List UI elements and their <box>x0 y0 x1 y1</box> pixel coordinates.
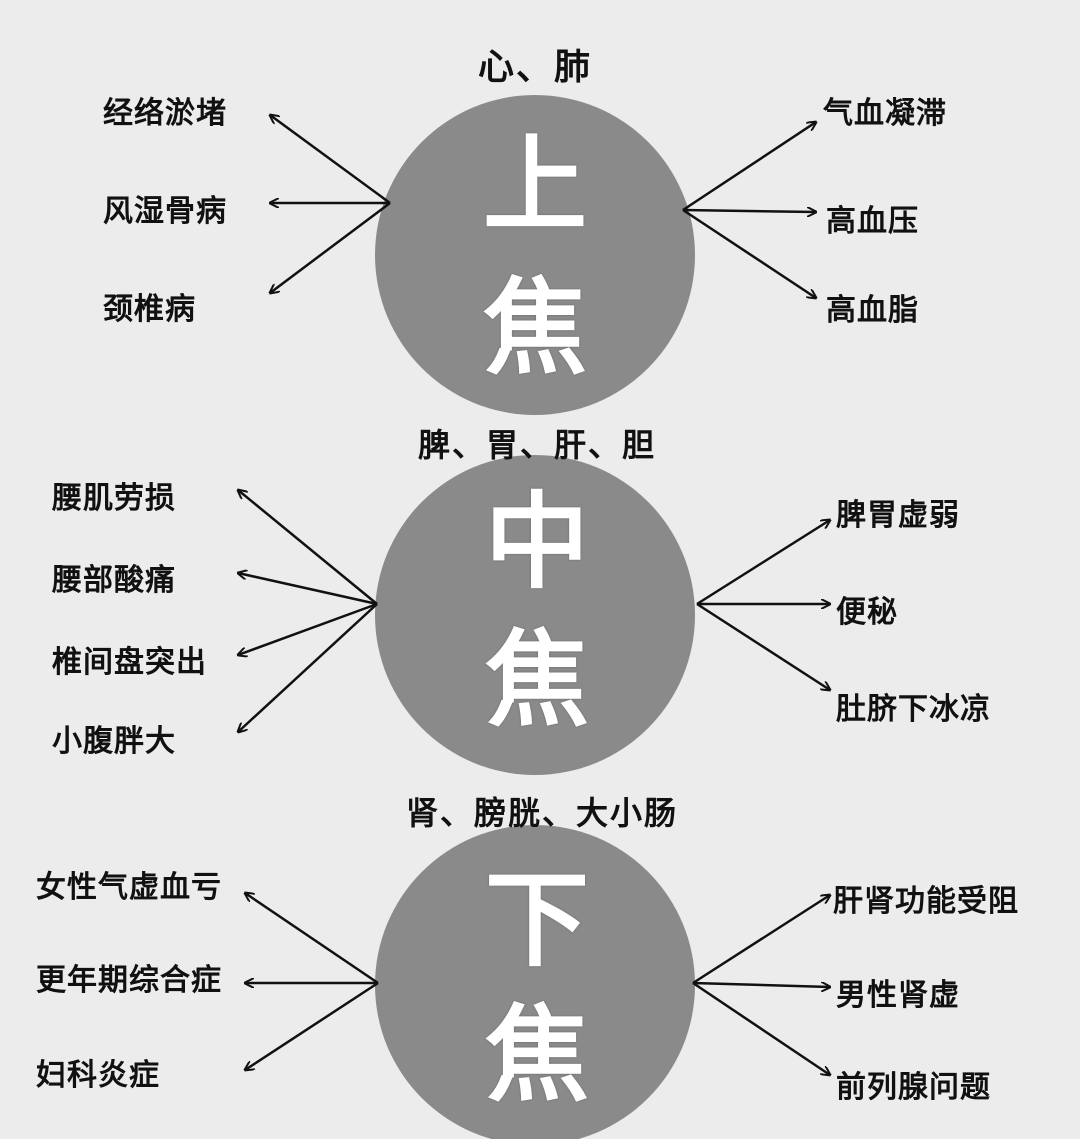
upper-left-label-1: 经络淤堵 <box>103 96 227 131</box>
lower-arrows <box>245 893 830 1075</box>
arrow <box>696 602 830 690</box>
upper-left-label-2: 风湿骨病 <box>103 194 227 229</box>
lower-right-label-2: 男性肾虚 <box>836 978 960 1013</box>
lower-char-2: 焦 <box>484 994 590 1116</box>
arrow <box>270 115 391 205</box>
upper-right-label-1: 气血凝滞 <box>823 96 947 131</box>
upper-char-1: 上 <box>482 124 588 246</box>
middle-left-label-2: 腰部酸痛 <box>52 563 176 598</box>
lower-left-label-2: 更年期综合症 <box>36 963 222 998</box>
arrow <box>692 895 830 985</box>
middle-char-2: 焦 <box>484 619 590 741</box>
arrow <box>682 208 816 298</box>
arrow <box>696 520 830 606</box>
lower-char-1: 下 <box>484 859 590 981</box>
upper-organs: 心、肺 <box>477 47 593 88</box>
middle-char-1: 中 <box>484 481 590 603</box>
middle-left-label-1: 腰肌劳损 <box>52 481 176 516</box>
middle-organs: 脾、胃、肝、胆 <box>417 426 657 464</box>
middle-right-label-3: 肚脐下冰凉 <box>836 692 991 727</box>
arrow <box>238 490 378 605</box>
lower-right-label-1: 肝肾功能受阻 <box>833 884 1019 919</box>
upper-char-2: 焦 <box>482 267 588 389</box>
arrow <box>682 210 816 212</box>
lower-left-label-1: 女性气虚血亏 <box>36 870 222 905</box>
arrow <box>238 573 378 606</box>
arrow <box>245 893 379 985</box>
arrow <box>238 603 378 732</box>
upper-right-label-3: 高血脂 <box>826 293 919 328</box>
middle-arrows <box>238 490 830 732</box>
middle-left-label-3: 椎间盘突出 <box>52 645 207 680</box>
circle-upper <box>375 95 695 415</box>
arrow <box>238 602 378 655</box>
circle-lower <box>375 825 695 1139</box>
circle-middle <box>375 455 695 775</box>
middle-right-label-2: 便秘 <box>836 595 898 630</box>
arrow <box>692 981 830 1075</box>
upper-arrows <box>270 115 816 298</box>
upper-right-label-2: 高血压 <box>826 204 919 239</box>
arrow <box>245 981 379 1070</box>
lower-right-label-3: 前列腺问题 <box>836 1070 991 1105</box>
lower-organs: 肾、膀胱、大小肠 <box>405 794 679 832</box>
arrow <box>270 202 391 293</box>
arrow <box>692 983 830 987</box>
arrow <box>682 122 816 212</box>
lower-left-label-3: 妇科炎症 <box>36 1058 160 1093</box>
middle-right-label-1: 脾胃虚弱 <box>836 498 960 533</box>
upper-left-label-3: 颈椎病 <box>103 292 196 327</box>
middle-left-label-4: 小腹胖大 <box>52 724 176 759</box>
